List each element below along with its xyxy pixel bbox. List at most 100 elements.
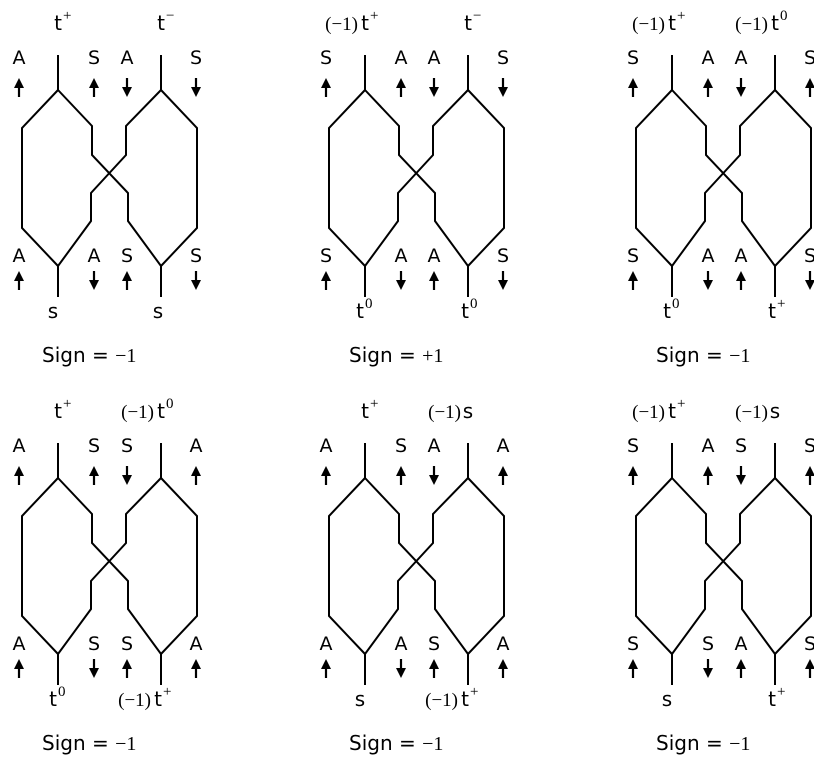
vertex-symbol: t [361, 11, 369, 35]
sign-prefix: (−1) [735, 14, 768, 35]
top-arrow-up-icon [89, 466, 99, 485]
bottom-left-vertex-label: s [48, 299, 58, 323]
vertex-symbol: t [461, 687, 469, 711]
top-particle-label: A [320, 435, 333, 457]
vertex-symbol: s [463, 399, 473, 423]
top-arrow-up-icon [396, 466, 406, 485]
vertex-superscript: + [370, 8, 378, 24]
vertex-symbol: t [668, 399, 676, 423]
bottom-arrow-up-icon [628, 271, 638, 290]
sign-value: −1 [729, 733, 750, 755]
top-right-vertex-label: t− [464, 8, 481, 35]
sign-prefix: (−1) [428, 402, 461, 423]
vertex-symbol: t [54, 11, 62, 35]
bottom-particle-label: A [497, 633, 510, 655]
top-particle-label: A [702, 435, 715, 457]
top-particle-label: S [88, 47, 100, 69]
bottom-particle-label: A [13, 245, 26, 267]
diagram-lines [21, 55, 198, 297]
bottom-particle-label: S [804, 245, 814, 267]
bottom-particle-label: A [395, 245, 408, 267]
top-arrow-down-icon [498, 78, 508, 97]
top-arrow-up-icon [805, 78, 814, 97]
vertex-symbol: t [464, 11, 472, 35]
top-particle-label: A [13, 435, 26, 457]
vertex-symbol: t [461, 299, 469, 323]
top-left-vertex-label: t+ [54, 8, 71, 35]
sign-prefix: (−1) [632, 402, 665, 423]
top-arrow-up-icon [191, 466, 201, 485]
top-arrow-up-icon [703, 78, 713, 97]
bottom-arrow-down-icon [89, 271, 99, 290]
sign-prefix: (−1) [735, 402, 768, 423]
top-arrow-down-icon [736, 466, 746, 485]
vertex-superscript: 0 [470, 296, 478, 312]
right-loop-outer [774, 477, 812, 655]
top-arrow-up-icon [628, 78, 638, 97]
bottom-right-vertex-label: t+ [768, 684, 785, 711]
vertex-symbol: t [768, 299, 776, 323]
top-arrow-down-icon [122, 78, 132, 97]
vertex-superscript: 0 [58, 684, 66, 700]
sign-label: Sign = [349, 343, 422, 367]
bottom-particle-label: S [702, 633, 714, 655]
top-particle-label: S [627, 435, 639, 457]
top-particle-label: S [804, 435, 814, 457]
sign-prefix: (−1) [425, 690, 458, 711]
top-arrow-up-icon [396, 78, 406, 97]
top-particle-label: A [13, 47, 26, 69]
right-loop-outer [774, 89, 812, 267]
top-arrow-up-icon [321, 78, 331, 97]
bottom-particle-label: A [702, 245, 715, 267]
vertex-superscript: − [166, 8, 174, 24]
left-loop-outer [635, 477, 673, 655]
bottom-particle-label: A [13, 633, 26, 655]
vertex-superscript: + [63, 8, 71, 24]
vertex-symbol: s [770, 399, 780, 423]
top-arrow-down-icon [429, 466, 439, 485]
sign-result: Sign = −1 [656, 731, 750, 755]
sign-label: Sign = [349, 731, 422, 755]
top-particle-label: S [497, 47, 509, 69]
sign-result: Sign = −1 [42, 731, 136, 755]
bottom-arrow-up-icon [122, 271, 132, 290]
top-arrow-up-icon [14, 466, 24, 485]
bottom-particle-label: S [627, 245, 639, 267]
vertex-symbol: t [668, 11, 676, 35]
sign-label: Sign = [656, 731, 729, 755]
bottom-arrow-up-icon [429, 659, 439, 678]
vertex-symbol: t [157, 399, 165, 423]
bottom-arrow-down-icon [89, 659, 99, 678]
top-particle-label: A [190, 435, 203, 457]
bottom-particle-label: A [88, 245, 101, 267]
top-left-vertex-label: (−1)t+ [325, 8, 378, 35]
vertex-symbol: t [49, 687, 57, 711]
bottom-right-vertex-label: (−1)t+ [118, 684, 171, 711]
bottom-arrow-down-icon [396, 659, 406, 678]
left-loop-outer [21, 89, 59, 267]
vertex-superscript: + [777, 684, 785, 700]
bottom-arrow-up-icon [498, 659, 508, 678]
left-loop-outer [328, 477, 366, 655]
vertex-superscript: + [677, 8, 685, 24]
bottom-arrow-down-icon [703, 659, 713, 678]
bottom-right-vertex-label: (−1)t+ [425, 684, 478, 711]
left-loop-outer [328, 89, 366, 267]
sign-label: Sign = [656, 343, 729, 367]
bottom-particle-label: S [497, 245, 509, 267]
bottom-arrow-up-icon [736, 271, 746, 290]
top-particle-label: S [627, 47, 639, 69]
top-particle-label: A [428, 47, 441, 69]
vertex-superscript: − [473, 8, 481, 24]
top-arrow-down-icon [122, 466, 132, 485]
left-loop-outer [21, 477, 59, 655]
left-loop-inner [57, 477, 162, 655]
